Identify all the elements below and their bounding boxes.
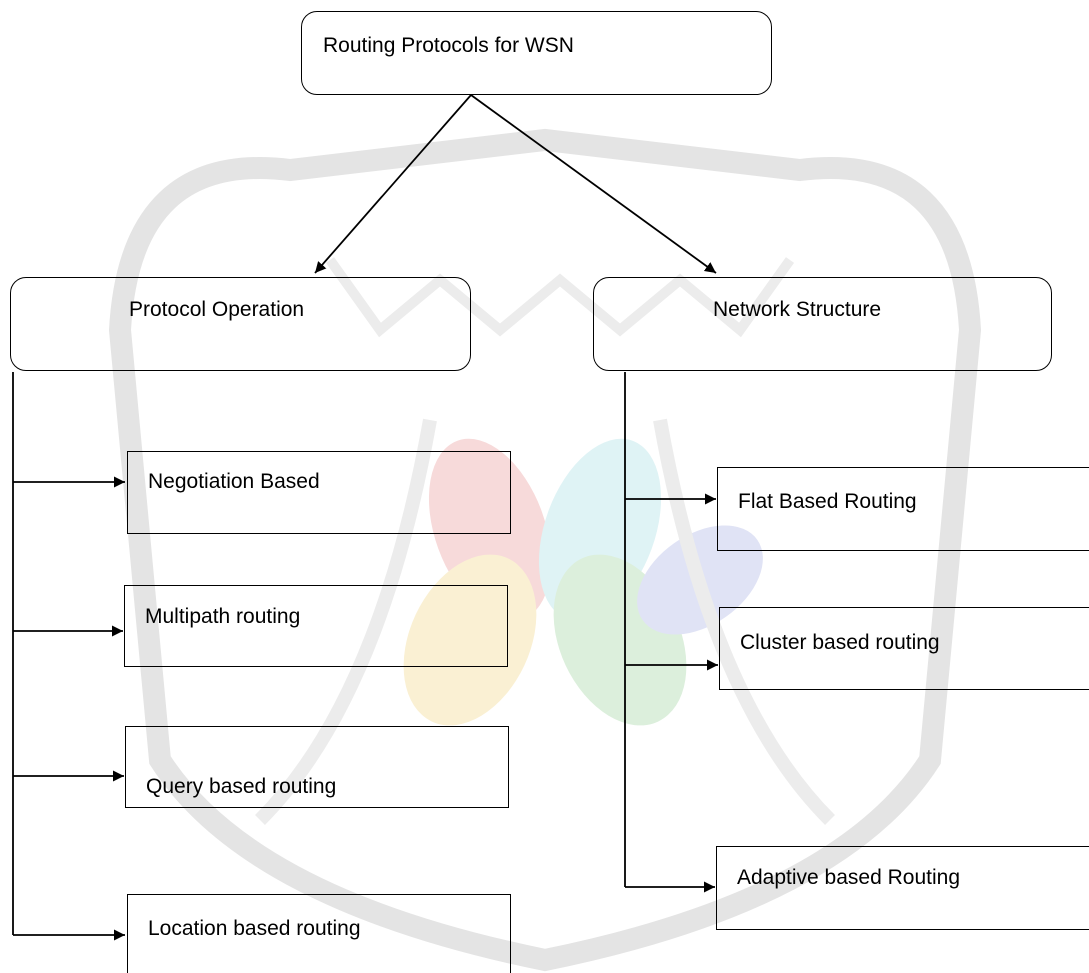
- arrow-root-to-network-structure: [470, 94, 717, 274]
- location-based-routing-node: [127, 894, 511, 973]
- adaptive-based-routing-label: Adaptive based Routing: [737, 866, 960, 889]
- flat-based-routing-node: [717, 467, 1089, 551]
- negotiation-based-label: Negotiation Based: [148, 470, 320, 493]
- protocol-operation-label: Protocol Operation: [129, 298, 305, 321]
- multipath-routing-label: Multipath routing: [145, 605, 301, 628]
- adaptive-based-routing-node: [716, 846, 1089, 930]
- query-based-routing-node: [125, 726, 509, 808]
- root-node: [301, 11, 772, 95]
- network-structure-node: [593, 277, 1052, 371]
- protocol-operation-node: [10, 277, 471, 371]
- multipath-routing-node: [124, 585, 508, 667]
- network-structure-label: Network Structure: [713, 298, 882, 321]
- cluster-based-routing-label: Cluster based routing: [740, 631, 940, 654]
- cluster-based-routing-node: [719, 607, 1089, 690]
- root-label: Routing Protocols for WSN: [323, 34, 574, 57]
- arrow-root-to-protocol-operation: [314, 94, 472, 274]
- negotiation-based-node: [127, 451, 511, 534]
- query-based-routing-label: Query based routing: [146, 775, 337, 798]
- location-based-routing-label: Location based routing: [148, 917, 361, 940]
- flat-based-routing-label: Flat Based Routing: [738, 490, 917, 513]
